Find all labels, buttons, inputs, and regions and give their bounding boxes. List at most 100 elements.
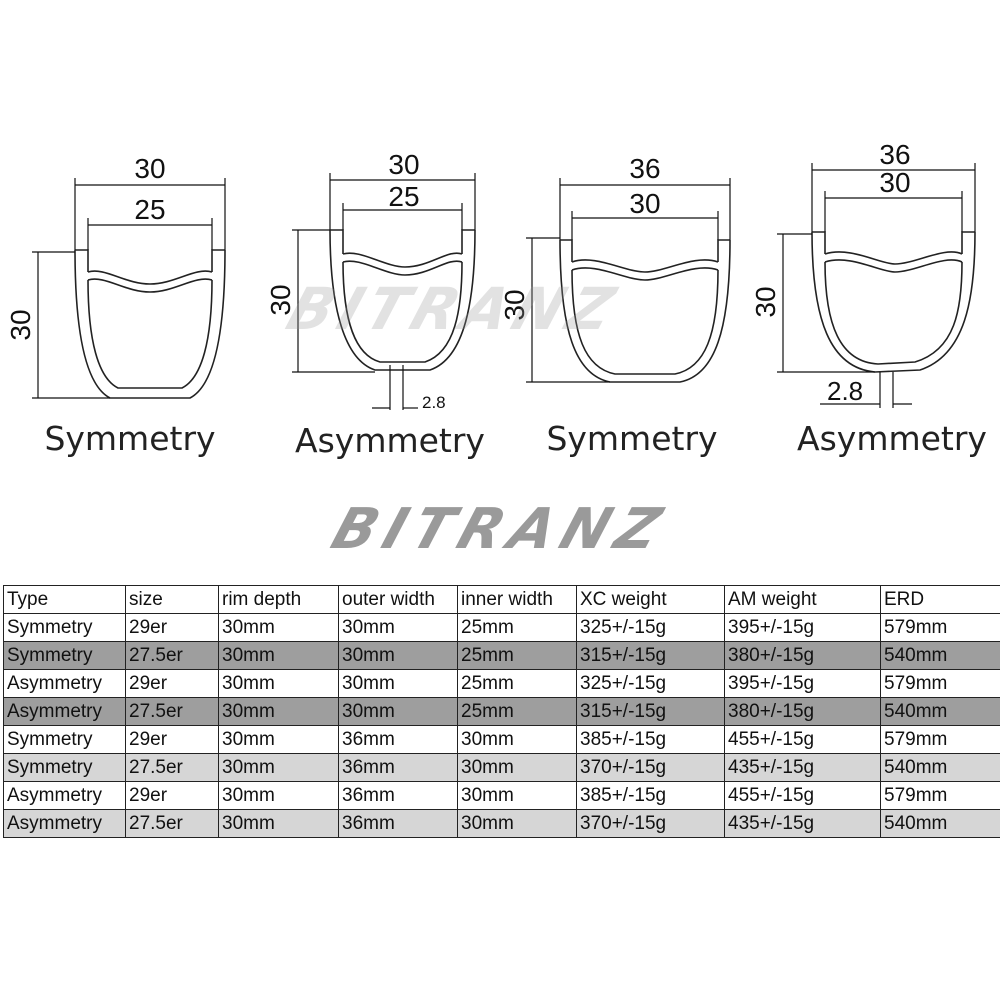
wall-thickness-2: 2.8 bbox=[422, 393, 446, 412]
table-cell: 29er bbox=[125, 669, 219, 698]
table-cell: Asymmetry bbox=[3, 781, 126, 810]
column-header: outer width bbox=[338, 585, 458, 614]
outer-width-1: 30 bbox=[134, 153, 165, 184]
table-cell: 315+/-15g bbox=[576, 641, 725, 670]
depth-4: 30 bbox=[750, 286, 781, 317]
type-label-4: Asymmetry bbox=[797, 419, 987, 458]
table-cell: 30mm bbox=[457, 753, 577, 782]
table-cell: 370+/-15g bbox=[576, 809, 725, 838]
table-cell: 455+/-15g bbox=[724, 725, 881, 754]
table-cell: Asymmetry bbox=[3, 697, 126, 726]
table-cell: 30mm bbox=[338, 641, 458, 670]
table-cell: 30mm bbox=[218, 669, 339, 698]
table-cell: 25mm bbox=[457, 669, 577, 698]
inner-width-4: 30 bbox=[879, 167, 910, 198]
table-cell: 30mm bbox=[218, 613, 339, 642]
column-header: XC weight bbox=[576, 585, 725, 614]
table-cell: 325+/-15g bbox=[576, 669, 725, 698]
table-cell: 579mm bbox=[880, 613, 1000, 642]
table-cell: 30mm bbox=[218, 725, 339, 754]
table-cell: 579mm bbox=[880, 669, 1000, 698]
table-cell: 540mm bbox=[880, 753, 1000, 782]
table-cell: 435+/-15g bbox=[724, 753, 881, 782]
table-cell: Symmetry bbox=[3, 725, 126, 754]
depth-3: 30 bbox=[499, 289, 530, 320]
table-cell: 395+/-15g bbox=[724, 613, 881, 642]
inner-width-1: 25 bbox=[134, 194, 165, 225]
depth-1: 30 bbox=[5, 309, 36, 340]
column-header: inner width bbox=[457, 585, 577, 614]
outer-width-4: 36 bbox=[879, 139, 910, 170]
table-cell: 380+/-15g bbox=[724, 641, 881, 670]
table-cell: 25mm bbox=[457, 613, 577, 642]
table-cell: 370+/-15g bbox=[576, 753, 725, 782]
table-cell: 36mm bbox=[338, 809, 458, 838]
table-cell: 30mm bbox=[218, 697, 339, 726]
table-cell: 27.5er bbox=[125, 697, 219, 726]
table-cell: 30mm bbox=[338, 669, 458, 698]
table-cell: 27.5er bbox=[125, 753, 219, 782]
inner-width-3: 30 bbox=[629, 188, 660, 219]
table-cell: 30mm bbox=[338, 697, 458, 726]
table-cell: 540mm bbox=[880, 641, 1000, 670]
table-cell: 36mm bbox=[338, 725, 458, 754]
column-header: Type bbox=[3, 585, 126, 614]
rim-profile-3 bbox=[559, 239, 731, 383]
table-cell: 30mm bbox=[218, 753, 339, 782]
table-cell: 29er bbox=[125, 725, 219, 754]
table-cell: 579mm bbox=[880, 781, 1000, 810]
table-cell: 36mm bbox=[338, 753, 458, 782]
table-cell: Asymmetry bbox=[3, 809, 126, 838]
table-cell: 25mm bbox=[457, 697, 577, 726]
depth-2: 30 bbox=[265, 284, 296, 315]
rim-profile-1 bbox=[74, 249, 226, 399]
table-cell: 29er bbox=[125, 613, 219, 642]
table-cell: 30mm bbox=[457, 809, 577, 838]
table-cell: Asymmetry bbox=[3, 669, 126, 698]
table-cell: 385+/-15g bbox=[576, 725, 725, 754]
table-cell: 27.5er bbox=[125, 809, 219, 838]
table-cell: 27.5er bbox=[125, 641, 219, 670]
table-cell: Symmetry bbox=[3, 613, 126, 642]
table-cell: 315+/-15g bbox=[576, 697, 725, 726]
column-header: size bbox=[125, 585, 219, 614]
rim-profile-4 bbox=[811, 231, 976, 373]
table-cell: 30mm bbox=[457, 781, 577, 810]
table-cell: 30mm bbox=[218, 809, 339, 838]
inner-width-2: 25 bbox=[388, 181, 419, 212]
table-cell: 30mm bbox=[218, 781, 339, 810]
wall-thickness-4: 2.8 bbox=[827, 376, 863, 406]
table-cell: 540mm bbox=[880, 809, 1000, 838]
table-cell: Symmetry bbox=[3, 641, 126, 670]
table-cell: 25mm bbox=[457, 641, 577, 670]
table-cell: 395+/-15g bbox=[724, 669, 881, 698]
outer-width-3: 36 bbox=[629, 153, 660, 184]
rim-profiles-diagram: 30 25 30 Symmetry 30 25 30 2.8 Asymmetry… bbox=[5, 139, 987, 460]
rim-profile-2 bbox=[329, 229, 476, 371]
brand-logo: BITRANZ bbox=[323, 497, 677, 562]
table-cell: 579mm bbox=[880, 725, 1000, 754]
table-cell: 36mm bbox=[338, 781, 458, 810]
type-label-1: Symmetry bbox=[44, 419, 215, 458]
outer-width-2: 30 bbox=[388, 149, 419, 180]
table-cell: 540mm bbox=[880, 697, 1000, 726]
table-cell: 30mm bbox=[338, 613, 458, 642]
type-label-2: Asymmetry bbox=[295, 421, 485, 460]
table-cell: 455+/-15g bbox=[724, 781, 881, 810]
table-cell: 325+/-15g bbox=[576, 613, 725, 642]
column-header: rim depth bbox=[218, 585, 339, 614]
type-label-3: Symmetry bbox=[546, 419, 717, 458]
column-header: AM weight bbox=[724, 585, 881, 614]
table-cell: 30mm bbox=[457, 725, 577, 754]
table-cell: 435+/-15g bbox=[724, 809, 881, 838]
